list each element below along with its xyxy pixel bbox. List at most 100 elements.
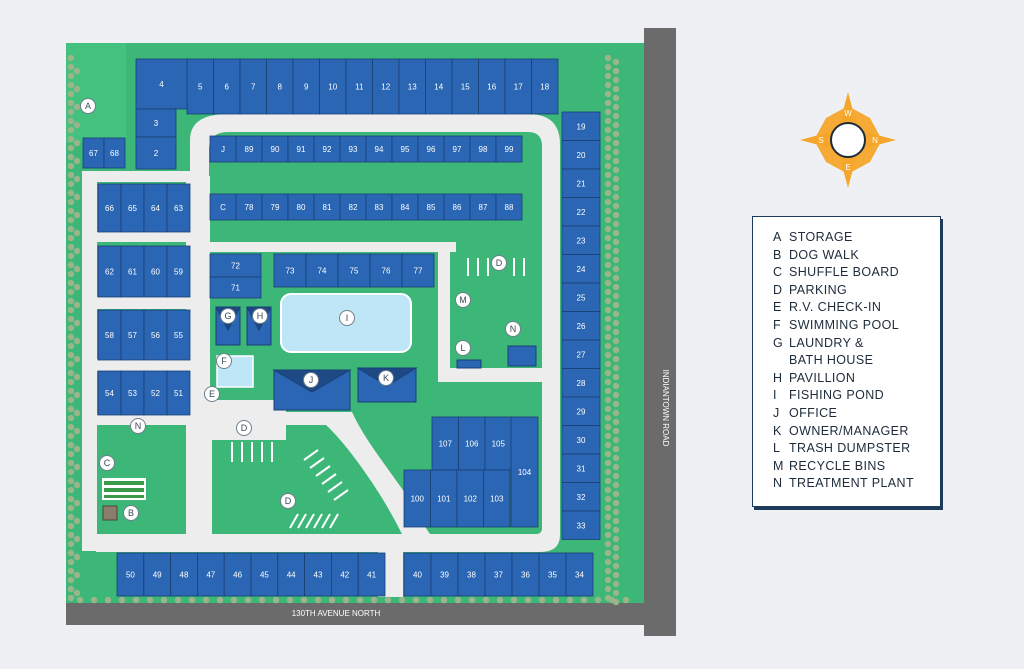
lot-number: 18 bbox=[540, 83, 549, 92]
legend-letter: G bbox=[773, 335, 784, 350]
lot-23 bbox=[561, 225, 601, 255]
lot-number: 19 bbox=[577, 122, 586, 131]
tree bbox=[67, 117, 75, 125]
tree bbox=[202, 596, 210, 604]
lot-77 bbox=[401, 253, 435, 288]
lot-39 bbox=[430, 552, 459, 597]
green-east-of-pond bbox=[458, 254, 536, 366]
tree bbox=[67, 540, 75, 548]
tree bbox=[73, 193, 81, 201]
lot-85 bbox=[417, 193, 445, 221]
legend-label: PARKING bbox=[789, 282, 848, 297]
tree bbox=[468, 596, 476, 604]
lot-number: 44 bbox=[287, 571, 296, 580]
tree bbox=[604, 81, 612, 89]
tree bbox=[604, 261, 612, 269]
marker-letter: C bbox=[104, 458, 111, 468]
marker-circle bbox=[505, 321, 521, 337]
tree bbox=[604, 396, 612, 404]
tree bbox=[604, 459, 612, 467]
tree bbox=[612, 229, 620, 237]
marker-letter: N bbox=[135, 421, 142, 431]
tree bbox=[612, 274, 620, 282]
marker-f: F bbox=[216, 353, 232, 369]
tree bbox=[286, 596, 294, 604]
tree bbox=[67, 360, 75, 368]
lot-26 bbox=[561, 311, 601, 341]
lot-number: 48 bbox=[180, 571, 189, 580]
tree bbox=[67, 63, 75, 71]
lot-number: C bbox=[220, 203, 226, 212]
tree bbox=[604, 297, 612, 305]
tree bbox=[612, 337, 620, 345]
tree bbox=[612, 481, 620, 489]
legend-letter: I bbox=[773, 388, 777, 403]
lot-number: 57 bbox=[128, 331, 137, 340]
legend-label: TREATMENT PLANT bbox=[789, 476, 914, 491]
shuffle-board bbox=[102, 478, 146, 500]
lot-76 bbox=[369, 253, 403, 288]
lot-36 bbox=[511, 552, 540, 597]
tree bbox=[67, 441, 75, 449]
lot-number: 80 bbox=[297, 203, 306, 212]
tree bbox=[244, 596, 252, 604]
lot-number: 93 bbox=[349, 145, 358, 154]
tree bbox=[604, 423, 612, 431]
tree bbox=[73, 67, 81, 75]
lot-number: 97 bbox=[453, 145, 462, 154]
tree bbox=[604, 144, 612, 152]
lot-63 bbox=[166, 183, 191, 233]
marker-letter: B bbox=[128, 508, 134, 518]
legend-label: PAVILLION bbox=[789, 370, 856, 385]
tree bbox=[73, 517, 81, 525]
lot-7 bbox=[239, 58, 267, 115]
tree bbox=[612, 418, 620, 426]
tree bbox=[73, 373, 81, 381]
lot-number: 42 bbox=[340, 571, 349, 580]
lot-number: 65 bbox=[128, 204, 137, 213]
legend-label: TRASH DUMPSTER bbox=[789, 441, 911, 456]
tree bbox=[73, 337, 81, 345]
tree bbox=[67, 288, 75, 296]
marker-letter: A bbox=[85, 101, 91, 111]
lot-59 bbox=[166, 245, 191, 298]
legend-letter: K bbox=[773, 423, 782, 438]
tree bbox=[612, 490, 620, 498]
marker-circle bbox=[236, 420, 252, 436]
tree bbox=[604, 576, 612, 584]
legend-label: SHUFFLE BOARD bbox=[789, 265, 900, 280]
lot-number: 81 bbox=[323, 203, 332, 212]
lot-95 bbox=[391, 135, 419, 163]
lot-71 bbox=[209, 276, 262, 299]
lot-12 bbox=[372, 58, 400, 115]
legend-label: SWIMMING POOL bbox=[789, 317, 900, 332]
tree bbox=[604, 342, 612, 350]
tree bbox=[496, 596, 504, 604]
lot-81 bbox=[313, 193, 341, 221]
marker-d: D bbox=[280, 493, 296, 509]
tree bbox=[604, 288, 612, 296]
tree bbox=[612, 319, 620, 327]
tree bbox=[566, 596, 574, 604]
tree bbox=[604, 54, 612, 62]
tree bbox=[604, 468, 612, 476]
tree bbox=[73, 139, 81, 147]
lot-number: 55 bbox=[174, 331, 183, 340]
marker-letter: H bbox=[257, 311, 264, 321]
tree bbox=[67, 126, 75, 134]
lot-number: 63 bbox=[174, 204, 183, 213]
tree bbox=[604, 225, 612, 233]
tree bbox=[612, 553, 620, 561]
tree bbox=[67, 99, 75, 107]
lot-number: 41 bbox=[367, 571, 376, 580]
tree bbox=[73, 157, 81, 165]
lot-number: 71 bbox=[231, 284, 240, 293]
tree bbox=[612, 256, 620, 264]
tree bbox=[604, 540, 612, 548]
compass-w: W bbox=[844, 109, 852, 118]
tree bbox=[67, 279, 75, 287]
